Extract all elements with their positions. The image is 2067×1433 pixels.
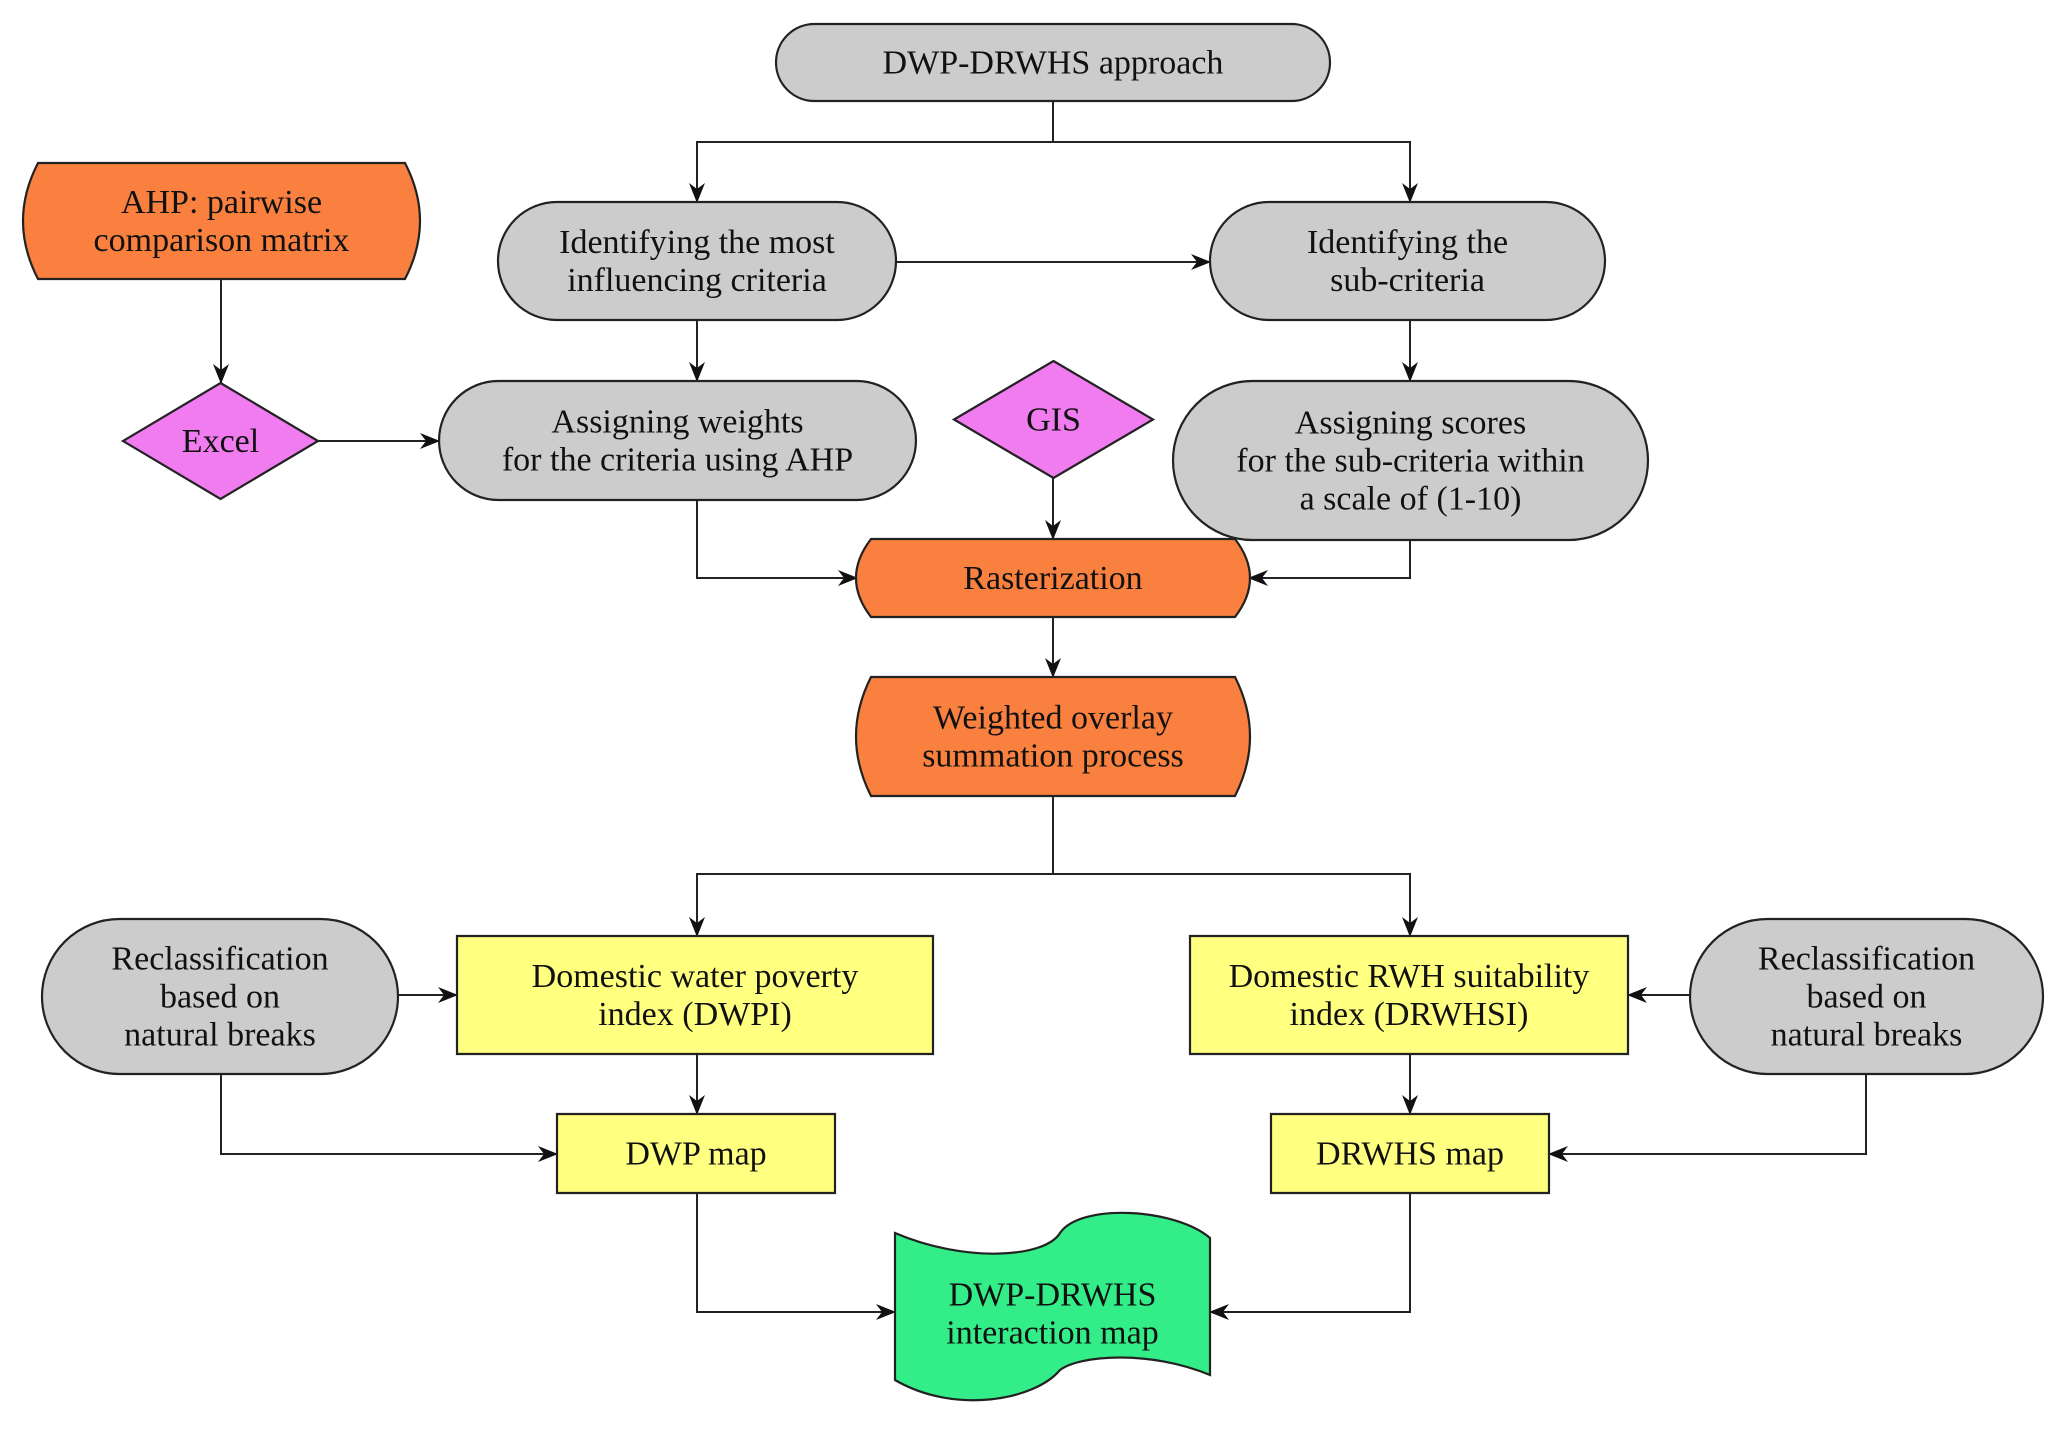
- scores-label-line: for the sub-criteria within: [1236, 443, 1584, 480]
- edge-dwp-map-to-interaction-map: [696, 1193, 896, 1320]
- edge-overlay-to-dwpi: [689, 796, 1054, 937]
- reclass-right-label-line: based on: [1807, 979, 1927, 1016]
- dwpi-label-line: Domestic water poverty: [532, 958, 859, 995]
- edge-drwhs-map-to-interaction-map: [1209, 1193, 1411, 1320]
- weights-label-line: Assigning weights: [551, 404, 803, 441]
- dwp-map-shape: [555, 1112, 837, 1195]
- weights-label-line: for the criteria using AHP: [502, 442, 853, 479]
- gis-label-line: GIS: [1026, 402, 1081, 439]
- drwhsi-label-line: Domestic RWH suitability: [1229, 958, 1590, 995]
- node-gis: GIS: [951, 359, 1156, 480]
- overlay-label-line: summation process: [922, 738, 1184, 775]
- drwhs-map-shape: [1269, 1112, 1551, 1195]
- node-dwp-map: DWP map: [555, 1112, 837, 1195]
- edge-reclass-left-to-dwp-map: [220, 1074, 558, 1162]
- ahp-label-line: AHP: pairwise: [121, 184, 322, 221]
- approach-label-line: DWP-DRWHS approach: [883, 45, 1224, 82]
- edge-approach-to-identify-criteria: [689, 101, 1054, 203]
- node-drwhs-map: DRWHS map: [1269, 1112, 1551, 1195]
- identify-sub-label-line: sub-criteria: [1330, 262, 1485, 299]
- edge-weights-to-rasterization: [696, 500, 858, 586]
- drwhsi-shape: [1188, 934, 1630, 1056]
- identify-sub-shape: [1208, 200, 1607, 322]
- edges: [213, 101, 1867, 1320]
- rasterization-shape: [854, 537, 1252, 619]
- interaction-map-label-line: interaction map: [946, 1315, 1158, 1352]
- weights-shape: [437, 379, 918, 502]
- dwpi-shape: [455, 934, 935, 1056]
- scores-label-line: Assigning scores: [1295, 405, 1526, 442]
- gis-shape: [951, 359, 1156, 480]
- node-approach: DWP-DRWHS approach: [774, 22, 1332, 103]
- reclass-right-label-line: natural breaks: [1771, 1017, 1963, 1054]
- excel-shape: [120, 381, 321, 501]
- drwhsi-label-line: index (DRWHSI): [1290, 996, 1529, 1033]
- ahp-shape: [21, 161, 422, 281]
- approach-shape: [774, 22, 1332, 103]
- edge-scores-to-rasterization: [1248, 540, 1411, 586]
- rasterization-label-line: Rasterization: [963, 560, 1142, 597]
- overlay-label-line: Weighted overlay: [933, 700, 1173, 737]
- interaction-map-label-line: DWP-DRWHS: [949, 1277, 1157, 1314]
- edge-reclass-right-to-drwhs-map: [1548, 1074, 1867, 1162]
- reclass-left-label-line: natural breaks: [124, 1017, 316, 1054]
- dwp-map-label-line: DWP map: [625, 1136, 766, 1173]
- reclass-left-label-line: Reclassification: [111, 941, 328, 978]
- identify-sub-label-line: Identifying the: [1307, 224, 1508, 261]
- interaction-map-shape: [893, 1211, 1212, 1402]
- node-rasterization: Rasterization: [854, 537, 1252, 619]
- ahp-label-line: comparison matrix: [94, 222, 350, 259]
- node-excel: Excel: [120, 381, 321, 501]
- reclass-left-shape: [40, 917, 400, 1076]
- scores-label-line: a scale of (1-10): [1300, 481, 1522, 518]
- identify-criteria-label-line: Identifying the most: [559, 224, 835, 261]
- edge-overlay-to-drwhsi: [1053, 873, 1418, 937]
- excel-label-line: Excel: [182, 423, 259, 460]
- identify-criteria-shape: [496, 200, 898, 322]
- identify-criteria-label-line: influencing criteria: [567, 262, 827, 299]
- overlay-shape: [854, 675, 1252, 798]
- edge-approach-to-identify-sub: [1053, 141, 1418, 203]
- dwpi-label-line: index (DWPI): [598, 996, 792, 1033]
- scores-shape: [1171, 379, 1650, 542]
- reclass-right-shape: [1688, 917, 2045, 1076]
- drwhs-map-label-line: DRWHS map: [1316, 1136, 1504, 1173]
- reclass-right-label-line: Reclassification: [1758, 941, 1975, 978]
- reclass-left-label-line: based on: [160, 979, 280, 1016]
